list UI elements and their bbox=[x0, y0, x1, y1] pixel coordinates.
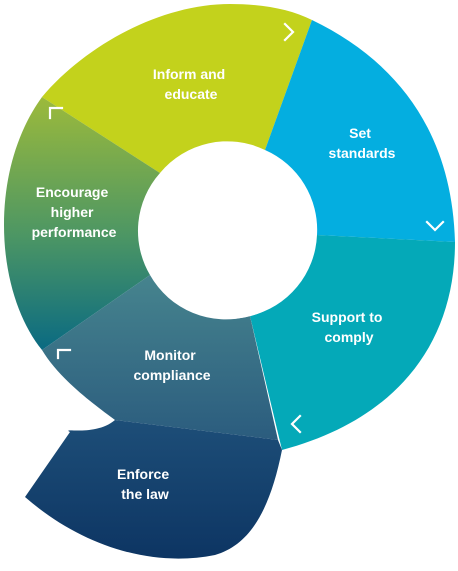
chevron-right-icon bbox=[283, 22, 295, 42]
label-inform-line-2: educate bbox=[165, 86, 218, 102]
label-encourage-line-1: Encourage bbox=[36, 184, 109, 200]
label-encourage-performance: Encourage higher performance bbox=[32, 184, 117, 240]
label-inform-educate: Inform and educate bbox=[153, 66, 229, 102]
label-support-comply: Support to comply bbox=[312, 309, 387, 345]
label-enforce-line-2: the law bbox=[121, 486, 169, 502]
label-encourage-line-2: higher bbox=[51, 204, 94, 220]
label-standards-line-2: standards bbox=[329, 145, 396, 161]
segment-monitor-compliance bbox=[42, 275, 278, 440]
label-monitor-line-1: Monitor bbox=[144, 347, 196, 363]
label-monitor-line-2: compliance bbox=[133, 367, 210, 383]
segment-support-comply bbox=[250, 235, 455, 450]
segment-enforce-law bbox=[25, 420, 282, 559]
label-enforce-line-1: Enforce bbox=[117, 466, 169, 482]
label-encourage-line-3: performance bbox=[32, 224, 117, 240]
chevron-up-left-icon bbox=[56, 348, 72, 360]
label-standards-line-1: Set bbox=[349, 125, 371, 141]
segment-set-standards bbox=[265, 20, 455, 242]
label-set-standards: Set standards bbox=[329, 125, 396, 161]
label-support-line-2: comply bbox=[324, 329, 373, 345]
label-support-line-1: Support to bbox=[312, 309, 383, 325]
label-enforce-law: Enforce the law bbox=[117, 466, 173, 502]
chevron-down-icon bbox=[425, 220, 445, 232]
chevron-up-left-icon-2 bbox=[48, 106, 64, 120]
chevron-left-icon bbox=[290, 414, 302, 434]
segment-encourage-performance bbox=[4, 97, 160, 350]
segment-inform-educate bbox=[42, 4, 312, 173]
label-inform-line-1: Inform and bbox=[153, 66, 225, 82]
center-hole bbox=[141, 145, 315, 319]
label-monitor-compliance: Monitor compliance bbox=[133, 347, 210, 383]
